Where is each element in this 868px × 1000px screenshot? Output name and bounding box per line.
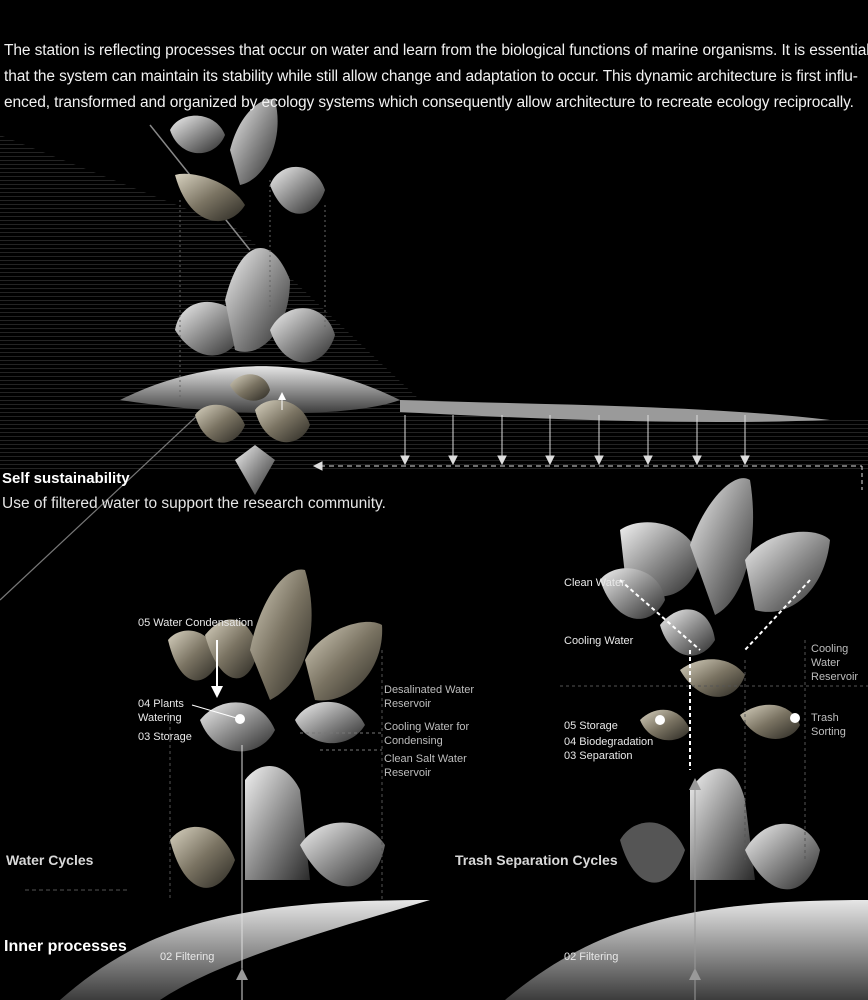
label-biodegradation: 04 Biodegradation bbox=[564, 736, 654, 748]
intro-paragraph: The station is reflecting processes that… bbox=[4, 38, 868, 116]
label-trash-sorting-2: Sorting bbox=[811, 726, 846, 738]
label-water-filtering: 02 Filtering bbox=[160, 951, 215, 963]
trash-cycles-title: Trash Separation Cycles bbox=[455, 852, 618, 868]
label-desalinated-1: Desalinated Water bbox=[384, 684, 475, 696]
label-clean-salt-2: Reservoir bbox=[384, 767, 432, 779]
label-plants-watering-2: Watering bbox=[138, 712, 182, 724]
label-clean-water: Clean Water bbox=[564, 577, 625, 589]
intro-line: enced, transformed and organized by ecol… bbox=[4, 94, 854, 111]
self-sustainability-subtitle: Use of filtered water to support the res… bbox=[2, 495, 386, 512]
label-cooling-reservoir-2: Water bbox=[811, 657, 840, 669]
water-cycles-title: Water Cycles bbox=[6, 852, 94, 868]
self-sustainability-title: Self sustainability bbox=[2, 470, 130, 487]
label-trash-storage: 05 Storage bbox=[564, 720, 618, 732]
water-cycle-render bbox=[25, 569, 430, 1000]
label-trash-sorting-1: Trash bbox=[811, 712, 839, 724]
label-cooling-condensing-2: Condensing bbox=[384, 735, 443, 747]
label-separation: 03 Separation bbox=[564, 750, 633, 762]
supply-arrows bbox=[312, 415, 863, 490]
label-water-condensation: 05 Water Condensation bbox=[138, 617, 254, 629]
intro-line: that the system can maintain its stabili… bbox=[4, 68, 858, 85]
label-cooling-reservoir-1: Cooling bbox=[811, 643, 849, 655]
trash-cycle-render bbox=[505, 478, 868, 1000]
label-water-storage: 03 Storage bbox=[138, 731, 192, 743]
label-cooling-reservoir-3: Reservoir bbox=[811, 671, 859, 683]
inner-processes-title: Inner processes bbox=[4, 938, 127, 955]
label-plants-watering-1: 04 Plants bbox=[138, 698, 184, 710]
label-trash-filtering: 02 Filtering bbox=[564, 951, 619, 963]
label-cooling-water: Cooling Water bbox=[564, 635, 634, 647]
label-cooling-condensing-1: Cooling Water for bbox=[384, 721, 470, 733]
label-desalinated-2: Reservoir bbox=[384, 698, 432, 710]
label-clean-salt-1: Clean Salt Water bbox=[384, 753, 467, 765]
top-station-render bbox=[120, 99, 830, 495]
intro-line: The station is reflecting processes that… bbox=[4, 42, 868, 59]
